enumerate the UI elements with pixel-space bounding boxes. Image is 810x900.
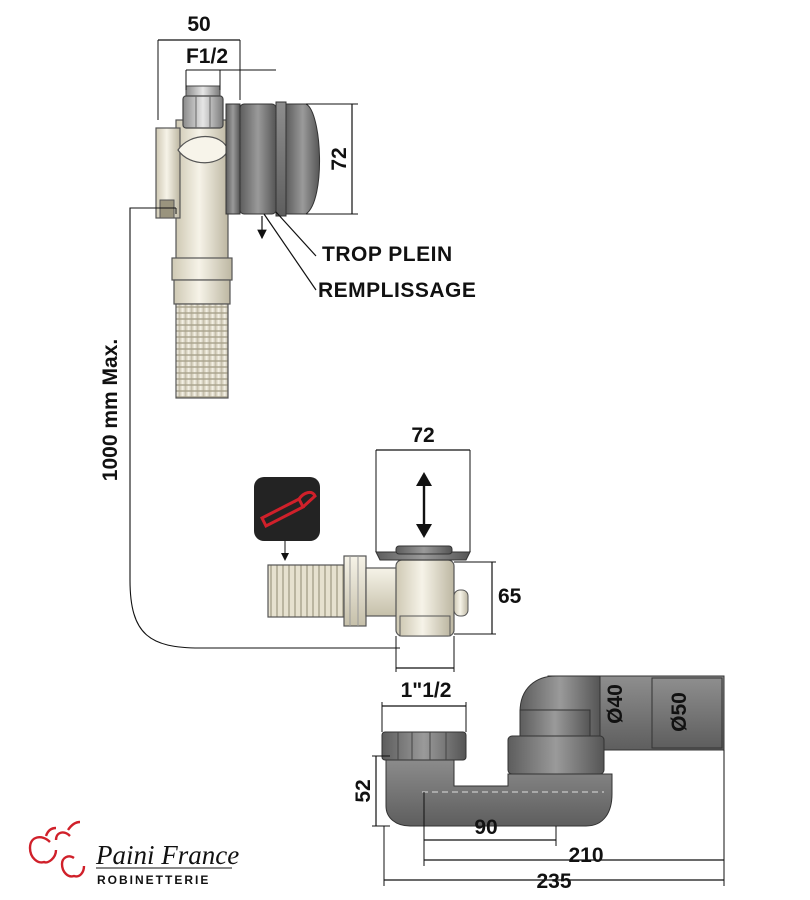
dim-72-vertical-label: 72 <box>328 147 351 170</box>
filling-label: REMPLISSAGE <box>318 279 476 302</box>
dim-len-235: 235 <box>383 826 724 893</box>
dim-len-210: 210 <box>423 750 725 886</box>
dim-trap-thread: 1"1/2 <box>381 679 467 732</box>
dim-72-horizontal-label: 72 <box>411 424 434 447</box>
dim-235-label: 235 <box>536 870 571 893</box>
brand-logo: Paini France ROBINETTERIE <box>28 820 239 887</box>
overflow-filler-assembly <box>155 85 320 399</box>
dim-drain-width: 72 <box>375 424 471 552</box>
dim-drain-outlet <box>395 636 455 672</box>
dim-d50-label: Ø50 <box>668 692 691 732</box>
dim-len-90: 90 <box>423 792 557 846</box>
dim-d40-label: Ø40 <box>604 684 627 724</box>
dim-top-height: 72 <box>306 103 358 215</box>
dim-thread: F1/2 <box>185 45 276 90</box>
overflow-label: TROP PLEIN <box>322 243 453 266</box>
dim-50-label: 50 <box>187 13 210 36</box>
hose-path <box>129 207 400 649</box>
callout-lines <box>263 211 317 291</box>
dim-thread-label: F1/2 <box>186 45 228 68</box>
dim-65-label: 65 <box>498 585 522 608</box>
trap-assembly <box>381 675 725 827</box>
up-down-arrow-icon <box>416 472 432 538</box>
brand-subtitle: ROBINETTERIE <box>97 873 210 887</box>
saw-cut-icon <box>254 477 320 561</box>
dim-52-label: 52 <box>352 779 375 802</box>
dim-trap-height: 52 <box>352 755 390 827</box>
apple-logo-icon <box>28 820 86 878</box>
dim-thread-trap-label: 1"1/2 <box>401 679 452 702</box>
hose-length-label: 1000 mm Max. <box>99 339 122 481</box>
dim-210-label: 210 <box>568 844 603 867</box>
drain-assembly <box>267 545 471 637</box>
brand-name: Paini France <box>95 840 239 870</box>
dim-90-label: 90 <box>474 816 497 839</box>
dim-drain-height: 65 <box>454 561 522 635</box>
